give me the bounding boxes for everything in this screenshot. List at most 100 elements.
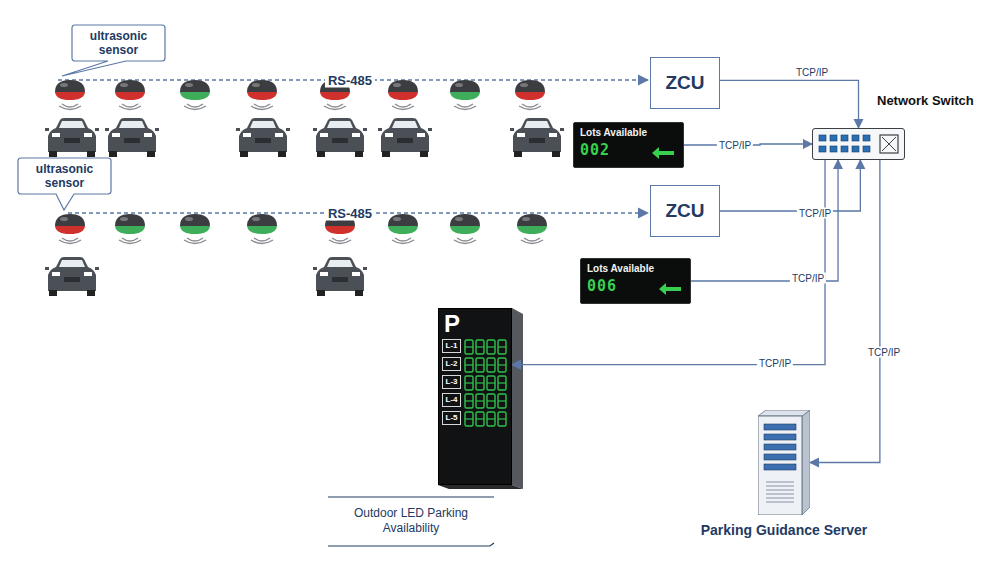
sensor-dome bbox=[55, 214, 85, 226]
car-mirror bbox=[236, 128, 240, 131]
car-grille bbox=[332, 138, 348, 143]
tcpip-connector bbox=[512, 160, 825, 365]
car-headlight bbox=[84, 272, 92, 276]
car-icon bbox=[510, 118, 564, 157]
sensor-wave bbox=[329, 240, 351, 244]
parking-symbol: P bbox=[444, 311, 511, 337]
tcpip-connector bbox=[720, 80, 859, 128]
sensor-light bbox=[450, 92, 480, 100]
sensor-wave bbox=[457, 238, 473, 241]
switch-port bbox=[841, 146, 848, 152]
sensor-dome bbox=[450, 214, 480, 226]
sign-caption: Outdoor LED Parking Availability bbox=[333, 506, 489, 536]
zcu-box: ZCU bbox=[650, 57, 720, 109]
callout-shape bbox=[18, 158, 111, 210]
seven-segment-digit bbox=[465, 358, 473, 372]
car-wheel bbox=[240, 151, 248, 157]
vent-line bbox=[766, 498, 794, 499]
sensor-wave bbox=[395, 238, 411, 241]
sensor-dome bbox=[388, 80, 418, 92]
availability-display: Lots Available006 bbox=[580, 258, 691, 304]
sensor-wave bbox=[187, 238, 203, 241]
car-icon bbox=[105, 118, 159, 157]
level-label: L-3 bbox=[442, 375, 461, 389]
car-wheel bbox=[355, 151, 363, 157]
sensor-shine bbox=[522, 217, 530, 221]
car-windshield bbox=[250, 121, 276, 128]
sensor-shine bbox=[455, 217, 463, 221]
ultrasonic-sensor bbox=[115, 214, 145, 244]
sensor-light bbox=[247, 226, 277, 234]
car-mirror bbox=[363, 267, 367, 270]
ultrasonic-sensor bbox=[247, 214, 277, 244]
ultrasonic-sensor bbox=[515, 80, 545, 110]
car-body bbox=[316, 118, 364, 152]
ultrasonic-sensor bbox=[388, 80, 418, 110]
seven-segment-digit bbox=[476, 376, 484, 390]
seven-segment-bar bbox=[476, 418, 484, 419]
sensor-wave bbox=[122, 104, 138, 107]
car-grille bbox=[529, 138, 545, 143]
car-wheel bbox=[49, 290, 57, 296]
seven-segment-bar bbox=[498, 382, 506, 383]
sensor-shine bbox=[393, 217, 401, 221]
protocol-label: TCP/IP bbox=[794, 67, 830, 78]
sensor-wave bbox=[521, 240, 543, 244]
car-icon bbox=[313, 257, 367, 296]
caption-rule bbox=[328, 543, 494, 546]
sensor-wave bbox=[327, 104, 343, 107]
car-grille bbox=[124, 138, 140, 143]
sensor-light bbox=[180, 92, 210, 100]
car-body bbox=[108, 118, 156, 152]
seven-segment-digit bbox=[487, 412, 495, 426]
ultrasonic-sensor bbox=[450, 80, 480, 110]
seven-segment-bar bbox=[498, 364, 506, 365]
sensor-wave bbox=[254, 238, 270, 241]
seven-segment-bar bbox=[487, 364, 495, 365]
seven-segment-bar bbox=[498, 346, 506, 347]
sensor-shine bbox=[120, 217, 128, 221]
seven-segment-bar bbox=[465, 346, 473, 347]
level-label: L-2 bbox=[442, 357, 461, 371]
car-wheel bbox=[87, 151, 95, 157]
sensor-dome bbox=[55, 80, 85, 92]
seven-segment-digit bbox=[498, 412, 506, 426]
level-label: L-5 bbox=[442, 411, 461, 425]
seven-segment-digit bbox=[498, 358, 506, 372]
drive-bay bbox=[764, 454, 796, 460]
bus-label: RS-485 bbox=[325, 206, 375, 221]
ultrasonic-sensor bbox=[180, 214, 210, 244]
car-mirror bbox=[286, 128, 290, 131]
callout-text: ultrasonic sensor bbox=[24, 162, 105, 190]
car-windshield bbox=[327, 121, 353, 128]
sensor-shine bbox=[60, 217, 68, 221]
car-grille bbox=[64, 138, 80, 143]
sensor-shine bbox=[185, 83, 193, 87]
seven-segment-bar bbox=[476, 382, 484, 383]
ultrasonic-sensor bbox=[450, 214, 480, 244]
seven-segment-digit bbox=[487, 376, 495, 390]
car-icon bbox=[236, 118, 290, 157]
sensor-shine bbox=[252, 83, 260, 87]
vent-line bbox=[766, 486, 794, 487]
car-wheel bbox=[317, 290, 325, 296]
seven-segment-bar bbox=[476, 364, 484, 365]
sensor-light bbox=[450, 226, 480, 234]
availability-display: Lots Available002 bbox=[573, 122, 684, 168]
car-mirror bbox=[95, 267, 99, 270]
seven-segment-digit bbox=[476, 394, 484, 408]
sensor-wave bbox=[119, 106, 141, 110]
sensor-wave bbox=[395, 104, 411, 107]
car-wheel bbox=[87, 290, 95, 296]
seven-segment-bar bbox=[498, 418, 506, 419]
ultrasonic-sensor bbox=[55, 214, 85, 244]
car-windshield bbox=[327, 260, 353, 267]
seven-segment-bar bbox=[476, 346, 484, 347]
sensor-wave bbox=[524, 238, 540, 241]
sensor-dome bbox=[115, 214, 145, 226]
sensor-wave bbox=[254, 104, 270, 107]
sensor-shine bbox=[252, 217, 260, 221]
car-body bbox=[513, 118, 561, 152]
server-illustration bbox=[758, 410, 810, 515]
